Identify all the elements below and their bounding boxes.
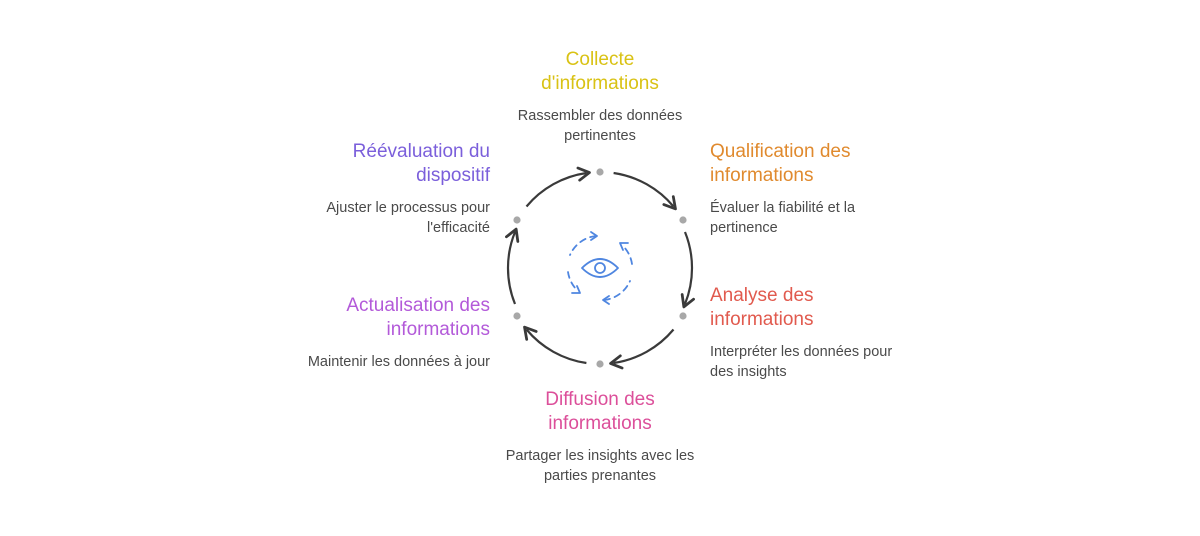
step-qualification-title-line1: Qualification des (710, 141, 851, 162)
step-diffusion-title-line2: informations (548, 413, 652, 434)
step-qualification-title-line2: informations (710, 165, 814, 186)
step-diffusion-title-line1: Diffusion des (545, 389, 655, 410)
step-actualisation-title: Actualisation des informations (280, 294, 490, 342)
step-qualification-description: Évaluer la fiabilité et la pertinence (710, 198, 910, 238)
eye-cycle-icon (567, 231, 633, 305)
step-analyse-title-line1: Analyse des (710, 285, 814, 306)
arrow-reevaluation-to-collecte (525, 166, 591, 208)
step-analyse: Analyse des informations Interpréter les… (710, 284, 910, 382)
step-collecte-title: Collecte d'informations (480, 48, 720, 96)
step-actualisation-description: Maintenir les données à jour (280, 352, 490, 372)
step-collecte-title-line2: d'informations (541, 73, 659, 94)
step-collecte-desc-line2: pertinentes (564, 128, 636, 144)
step-collecte: Collecte d'informations Rassembler des d… (480, 48, 720, 146)
step-reevaluation-description: Ajuster le processus pour l'efficacité (290, 198, 490, 238)
step-reevaluation-desc-line2: l'efficacité (427, 220, 490, 236)
step-reevaluation-desc-line1: Ajuster le processus pour (326, 200, 490, 216)
step-actualisation-desc-line1: Maintenir les données à jour (307, 354, 490, 370)
step-reevaluation-title-line2: dispositif (416, 165, 490, 186)
arrow-analyse-to-diffusion (609, 328, 675, 370)
step-collecte-desc-line1: Rassembler des données (517, 108, 683, 124)
step-qualification: Qualification des informations Évaluer l… (710, 140, 910, 238)
step-analyse-desc-line1: Interpréter les données pour (710, 344, 893, 360)
step-diffusion: Diffusion des informations Partager les … (480, 388, 720, 486)
step-diffusion-description: Partager les insights avec les parties p… (480, 446, 720, 486)
step-actualisation-title-line2: informations (386, 319, 491, 340)
arrow-diffusion-to-actualisation (523, 325, 587, 365)
node-actualisation (513, 312, 521, 320)
step-reevaluation-title: Réévaluation du dispositif (290, 140, 490, 188)
step-analyse-title: Analyse des informations (710, 284, 910, 332)
step-analyse-title-line2: informations (710, 309, 814, 330)
node-qualification (679, 216, 687, 224)
arrow-collecte-to-qualification (613, 171, 677, 211)
step-qualification-title: Qualification des informations (710, 140, 910, 188)
step-qualification-desc-line1: Évaluer la fiabilité et la (710, 200, 856, 216)
step-reevaluation: Réévaluation du dispositif Ajuster le pr… (290, 140, 490, 238)
step-actualisation: Actualisation des informations Maintenir… (280, 294, 490, 372)
step-analyse-description: Interpréter les données pour des insight… (710, 342, 910, 382)
node-reevaluation (513, 216, 521, 224)
node-collecte (596, 168, 604, 176)
arrow-qualification-to-analyse (680, 231, 695, 309)
step-actualisation-title-line1: Actualisation des (346, 295, 490, 316)
step-diffusion-desc-line1: Partager les insights avec les (505, 448, 695, 464)
arrow-actualisation-to-reevaluation (505, 227, 520, 305)
step-diffusion-desc-line2: parties prenantes (543, 468, 657, 484)
node-diffusion (596, 360, 604, 368)
step-diffusion-title: Diffusion des informations (480, 388, 720, 436)
step-analyse-desc-line2: des insights (710, 364, 787, 380)
step-collecte-description: Rassembler des données pertinentes (480, 106, 720, 146)
node-analyse (679, 312, 687, 320)
step-reevaluation-title-line1: Réévaluation du (352, 141, 490, 162)
step-qualification-desc-line2: pertinence (710, 220, 778, 236)
step-collecte-title-line1: Collecte (565, 49, 635, 70)
